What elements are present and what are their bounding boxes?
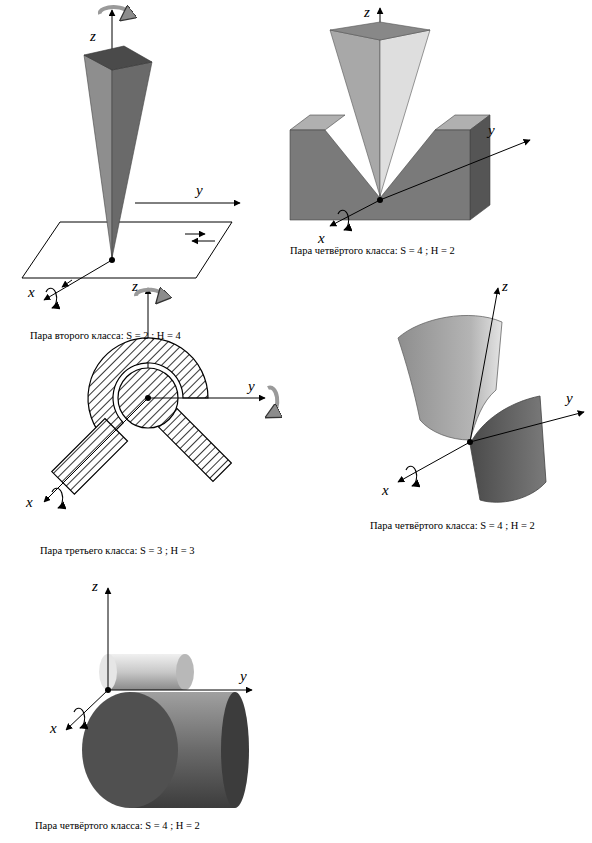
axis-label: x (26, 494, 33, 511)
axis-label: y (488, 122, 495, 139)
axis-label: x (28, 284, 35, 301)
axis-label: y (248, 378, 255, 395)
axis-label: x (318, 230, 325, 247)
pair-caption: Пара четвёртого класса: S = 4 ; H = 2 (290, 245, 455, 257)
axis-label: z (90, 28, 96, 45)
figure-pair-3-spherical (44, 288, 277, 508)
pair-caption: Пара четвёртого класса: S = 4 ; H = 2 (35, 820, 200, 832)
axis-label: z (132, 278, 138, 295)
pair-caption: Пара четвёртого класса: S = 4 ; H = 2 (370, 520, 535, 532)
figure-pair-4-wedge (290, 8, 530, 230)
axis-label: y (566, 390, 573, 407)
axis-label: z (364, 4, 370, 21)
pair-caption: Пара третьего класса: S = 3 ; H = 3 (40, 545, 194, 557)
pair-caption: Пара второго класса: S = 2 ; H = 4 (30, 330, 181, 342)
figure-pair-4-surfaces (398, 288, 584, 502)
axis-label: y (196, 182, 203, 199)
axis-label: z (502, 278, 508, 295)
figure-pair-4-cylinders (66, 588, 252, 808)
axis-label: x (382, 482, 389, 499)
axis-label: z (92, 578, 98, 595)
axis-label: x (50, 720, 57, 737)
axis-label: y (240, 668, 247, 685)
figure-pair-2 (22, 7, 240, 308)
